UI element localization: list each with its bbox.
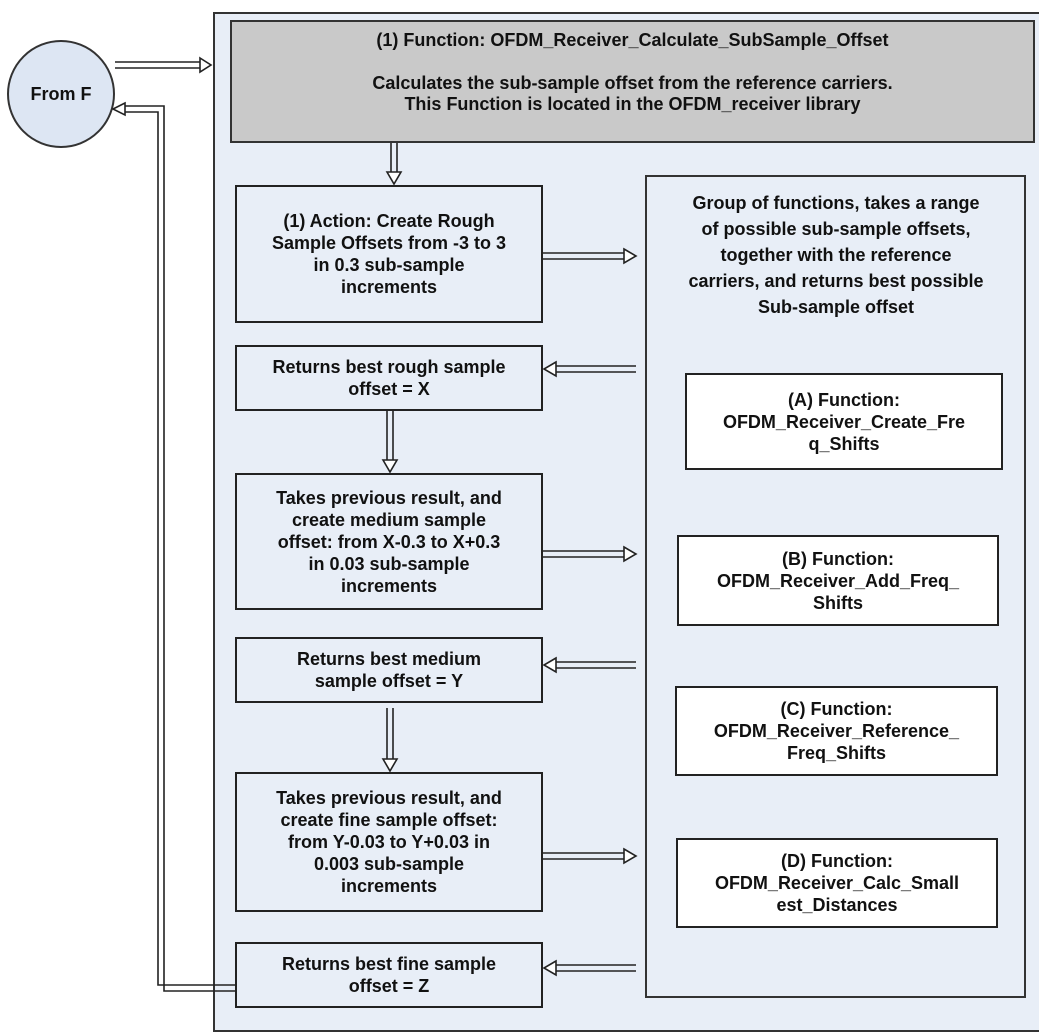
step-line: Returns best rough sample (272, 357, 506, 377)
function-line: OFDM_Receiver_Create_Fre (722, 411, 966, 432)
step-line: offset = X (348, 379, 430, 399)
function-c-box: (C) Function: OFDM_Receiver_Reference_ F… (675, 686, 998, 776)
group-line: Sub-sample offset (757, 297, 915, 317)
step-returns-medium: Returns best medium sample offset = Y (235, 637, 543, 703)
step-medium-offsets: Takes previous result, and create medium… (235, 473, 543, 610)
group-line: Group of functions, takes a range (692, 193, 980, 213)
function-line: (C) Function: (780, 699, 893, 719)
group-line: of possible sub-sample offsets, (701, 219, 971, 239)
start-node-from-f: From F (7, 40, 115, 148)
step-line: Sample Offsets from -3 to 3 (271, 233, 507, 253)
function-line: q_Shifts (808, 433, 880, 454)
step-line: increments (340, 277, 438, 297)
function-line: (B) Function: (782, 548, 894, 569)
step-line: 0.003 sub-sample (313, 854, 465, 874)
step-line: offset = Z (348, 976, 430, 996)
step-line: sample offset = Y (314, 671, 464, 691)
step-returns-fine: Returns best fine sample offset = Z (235, 942, 543, 1008)
function-title: (1) Function: OFDM_Receiver_Calculate_Su… (376, 30, 889, 50)
function-line: OFDM_Receiver_Calc_Small (714, 873, 960, 893)
function-group-description: Group of functions, takes a range of pos… (650, 190, 1022, 320)
step-line: increments (340, 575, 438, 596)
step-fine-offsets: Takes previous result, and create fine s… (235, 772, 543, 912)
function-b-box: (B) Function: OFDM_Receiver_Add_Freq_ Sh… (677, 535, 999, 626)
step-line: Returns best fine sample (281, 954, 497, 974)
function-header: (1) Function: OFDM_Receiver_Calculate_Su… (230, 20, 1035, 143)
function-line: (D) Function: (781, 851, 893, 871)
step-line: Returns best medium (296, 649, 482, 669)
function-description-line2: This Function is located in the OFDM_rec… (404, 94, 861, 114)
function-line: Freq_Shifts (786, 743, 887, 763)
step-returns-rough: Returns best rough sample offset = X (235, 345, 543, 411)
step-line: Takes previous result, and (276, 788, 502, 808)
step-line: in 0.03 sub-sample (308, 553, 470, 574)
step-line: offset: from X-0.3 to X+0.3 (277, 531, 501, 552)
step-line: create fine sample offset: (280, 810, 498, 830)
function-a-box: (A) Function: OFDM_Receiver_Create_Fre q… (685, 373, 1003, 470)
step-line: (1) Action: Create Rough (283, 211, 495, 231)
step-line: increments (340, 876, 438, 896)
function-line: (A) Function: (788, 389, 900, 410)
function-description-line1: Calculates the sub-sample offset from th… (372, 73, 893, 93)
step-line: Takes previous result, and (276, 487, 502, 508)
function-d-box: (D) Function: OFDM_Receiver_Calc_Small e… (676, 838, 998, 928)
step-rough-offsets: (1) Action: Create Rough Sample Offsets … (235, 185, 543, 323)
group-line: together with the reference (720, 245, 952, 265)
function-line: OFDM_Receiver_Add_Freq_ (716, 570, 960, 591)
step-line: create medium sample (291, 509, 487, 530)
arrow-from-f-to-function (115, 56, 213, 74)
step-line: in 0.3 sub-sample (313, 255, 465, 275)
function-line: OFDM_Receiver_Reference_ (713, 721, 960, 741)
step-line: from Y-0.03 to Y+0.03 in (288, 832, 490, 852)
function-line: est_Distances (776, 895, 898, 915)
group-line: carriers, and returns best possible (688, 271, 984, 291)
function-line: Shifts (812, 592, 863, 613)
